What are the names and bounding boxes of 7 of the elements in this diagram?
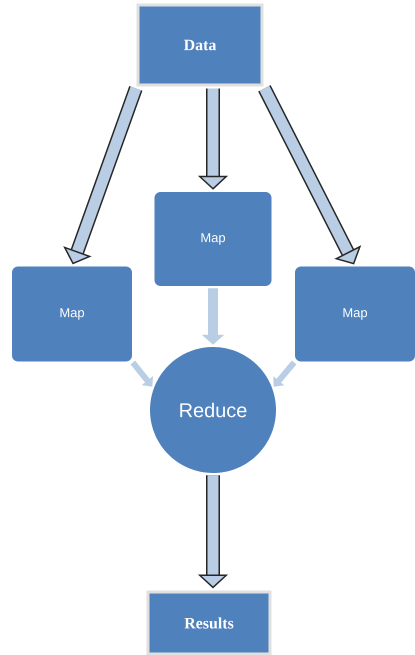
process-box: Data	[136, 4, 264, 86]
block-arrow	[273, 360, 296, 387]
process-box: Map	[295, 266, 415, 362]
block-arrow	[130, 360, 154, 387]
process-box: Map	[154, 192, 272, 286]
process-box: Results	[146, 590, 272, 655]
process-box: Map	[12, 266, 132, 362]
